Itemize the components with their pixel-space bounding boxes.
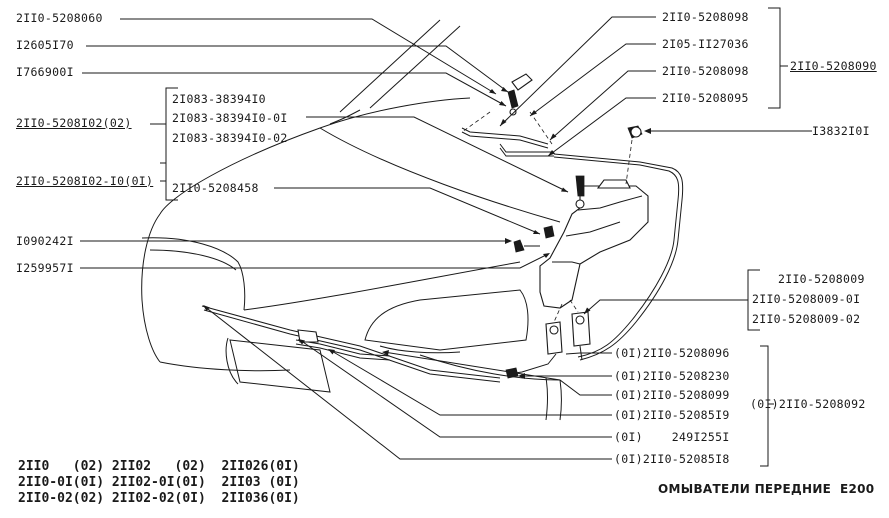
- pump-label-2110-5208009: 2II0-5208009: [778, 272, 865, 286]
- part-label-2110-5208098-b: 2II0-5208098: [662, 64, 749, 78]
- pump-label-2110-5208009-02: 2II0-5208009-02: [752, 312, 861, 326]
- part-label-01-24912551: (0I) 249I255I: [614, 430, 730, 444]
- page-title: ОМЫВАТЕЛИ ПЕРЕДНИЕ: [658, 482, 832, 496]
- bracket-label-21083-3839410-02: 2I083-38394I0-02: [172, 131, 288, 145]
- part-label-12599571: I259957I: [16, 261, 74, 275]
- part-label-2110-5208095: 2II0-5208095: [662, 91, 749, 105]
- models-row-1: 2II0 (02) 2II02 (02) 2II026(0I): [18, 459, 300, 474]
- part-label-13832101: I3832I0I: [812, 124, 870, 138]
- part-label-01-2110-5208096: (0I)2II0-5208096: [614, 346, 730, 360]
- bracket-label-21083-3839410-01: 2I083-38394I0-0I: [172, 111, 288, 125]
- part-label-01-2110-5208519: (0I)2II0-52085I9: [614, 408, 730, 422]
- washer-pumps: [507, 299, 591, 375]
- top-right-leaders: [499, 7, 812, 157]
- part-label-2110-520810202: 2II0-5208I02(02): [16, 116, 132, 130]
- page-code: E200: [840, 482, 875, 496]
- part-label-2105-1127036: 2I05-II27036: [662, 37, 749, 51]
- models-row-3: 2II0-02(02) 2II02-02(0I) 2II036(0I): [18, 491, 300, 506]
- bottom-right-leaders: [203, 305, 774, 467]
- pump-label-2110-5208009-01: 2II0-5208009-0I: [752, 292, 861, 306]
- part-label-2110-5208060: 2II0-5208060: [16, 11, 103, 25]
- pump-leaders: [583, 269, 760, 331]
- part-label-10902421: I090242I: [16, 234, 74, 248]
- leader-lines: [80, 18, 569, 269]
- car-body-outline: [141, 19, 562, 421]
- part-label-12605170: I2605I70: [16, 38, 74, 52]
- left-bracket: [150, 87, 178, 201]
- part-label-01-2110-5208518: (0I)2II0-52085I8: [614, 452, 730, 466]
- part-label-2110-5208098-a: 2II0-5208098: [662, 10, 749, 24]
- group-label-2110-5208090: 2II0-5208090: [790, 59, 877, 73]
- bracket-label-2110-5208458: 2II0-5208458: [172, 181, 259, 195]
- headlamp-washer-lines: [201, 305, 519, 383]
- models-row-2: 2II0-0I(0I) 2II02-0I(0I) 2II03 (0I): [18, 475, 300, 490]
- part-label-01-2110-5208230: (0I)2II0-5208230: [614, 369, 730, 383]
- part-label-01-2110-5208099: (0I)2II0-5208099: [614, 388, 730, 402]
- part-label-17669001: I766900I: [16, 65, 74, 79]
- group-label-bottom-text: (0I)2II0-5208092: [750, 397, 866, 411]
- part-label-2110-520810210: 2II0-5208I02-I0(0I): [16, 174, 154, 188]
- bracket-label-21083-3839410: 2I083-38394I0: [172, 92, 266, 106]
- applicable-models: 2II0 (02) 2II02 (02) 2II026(0I) 2II0-0I(…: [18, 459, 300, 507]
- nozzle-assembly: [461, 73, 684, 361]
- group-label-01-2110-5208092: (0I)2II0-5208092: [750, 398, 866, 411]
- washer-reservoir: [513, 125, 649, 309]
